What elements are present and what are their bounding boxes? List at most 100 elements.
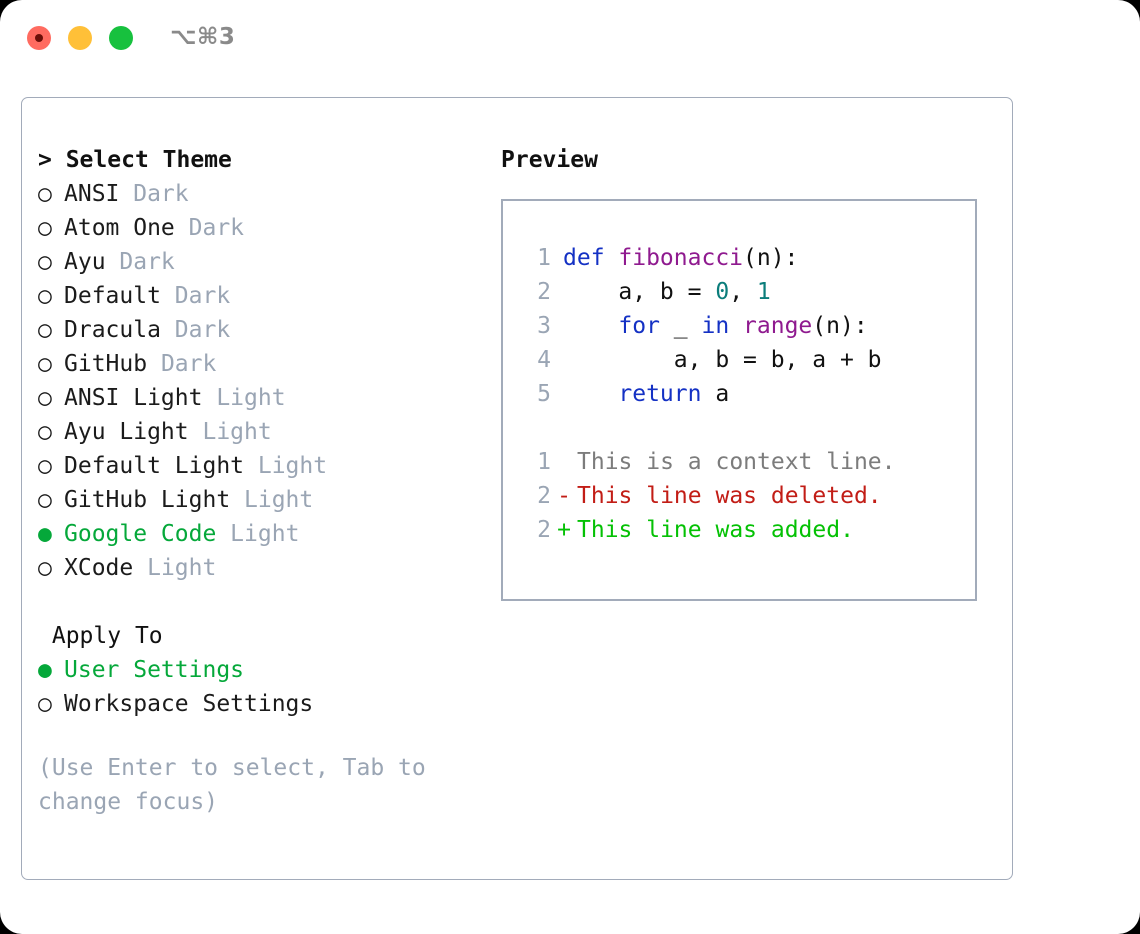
code-token-txt: ,: [729, 279, 757, 305]
keyboard-hint-text: (Use Enter to select, Tab to change focu…: [38, 755, 426, 815]
title-bar: ⌥⌘3: [0, 0, 1140, 76]
theme-option-tag: Light: [202, 385, 286, 411]
minimize-window-button[interactable]: [68, 26, 92, 50]
theme-option-xcode[interactable]: ○ XCode Light: [38, 551, 478, 585]
line-number: 2: [537, 483, 551, 509]
diff-sample: 1 This is a context line.2-This line was…: [521, 445, 975, 547]
main-panel: > Select Theme ○ANSI Dark○Atom One Dark○…: [21, 97, 1013, 880]
theme-selector-column: > Select Theme ○ANSI Dark○Atom One Dark○…: [38, 143, 478, 819]
theme-option-dracula[interactable]: ○Dracula Dark: [38, 313, 478, 347]
theme-option-tag: Dark: [105, 249, 175, 275]
theme-option-label: ANSI: [64, 181, 120, 207]
code-token-kw: in: [701, 313, 730, 339]
traffic-light-group: [27, 26, 133, 50]
code-line-content: def fibonacci(n):: [563, 245, 798, 271]
apply-to-indent: [38, 623, 52, 649]
code-line-content: return a: [563, 381, 729, 407]
code-token-txt: (n):: [743, 245, 799, 271]
line-number: 1: [537, 245, 551, 271]
apply-option-label: User Settings: [64, 657, 245, 683]
radio-unselected-icon: ○: [38, 487, 52, 513]
code-line: 1 def fibonacci(n):: [521, 241, 975, 275]
code-token-txt: a: [701, 381, 730, 407]
theme-option-label: Ayu Light: [64, 419, 189, 445]
radio-unselected-icon: ○: [38, 419, 52, 445]
theme-option-google-code[interactable]: ●Google Code Light: [38, 517, 478, 551]
radio-selected-icon: ●: [38, 657, 52, 683]
section-gap: [38, 585, 478, 619]
theme-option-github-light[interactable]: ○ GitHub Light Light: [38, 483, 478, 517]
theme-option-tag: Light: [230, 487, 314, 513]
diff-line-text: This is a context line.: [577, 449, 896, 475]
diff-marker: [551, 445, 577, 479]
theme-option-label: Google Code: [64, 521, 217, 547]
code-line: 5 return a: [521, 377, 975, 411]
apply-to-title: Apply To: [51, 623, 163, 649]
maximize-window-button[interactable]: [109, 26, 133, 50]
code-line-content: a, b = 0, 1: [563, 279, 771, 305]
radio-unselected-icon: ○: [38, 283, 52, 309]
theme-option-tag: Light: [244, 453, 328, 479]
close-window-button[interactable]: [27, 26, 51, 50]
theme-option-tag: Dark: [119, 181, 189, 207]
code-token-num: 1: [756, 279, 771, 305]
radio-unselected-icon: ○: [38, 181, 52, 207]
code-token-txt: [563, 381, 618, 407]
theme-option-default-light[interactable]: ○Default Light Light: [38, 449, 478, 483]
theme-option-tag: Light: [133, 555, 217, 581]
theme-option-ansi[interactable]: ○ ANSI Dark: [38, 177, 478, 211]
code-token-kw: def: [563, 245, 619, 271]
code-token-num: 0: [715, 279, 730, 305]
code-line-content: a, b = b, a + b: [563, 347, 882, 373]
code-line: 3 for _ in range(n):: [521, 309, 975, 343]
theme-option-github[interactable]: ○GitHub Dark: [38, 347, 478, 381]
select-theme-title: Select Theme: [65, 147, 232, 173]
code-token-fn: fibonacci: [618, 245, 744, 271]
theme-option-tag: Dark: [147, 351, 217, 377]
select-theme-heading: > Select Theme: [38, 143, 478, 177]
diff-marker: +: [557, 517, 571, 543]
keyboard-shortcut-label: ⌥⌘3: [170, 24, 236, 50]
theme-option-list: ○ANSI Dark○Atom One Dark○Ayu Dark○Defaul…: [38, 177, 478, 585]
apply-to-heading: Apply To: [38, 619, 478, 653]
theme-option-tag: Light: [188, 419, 272, 445]
code-token-kw: return: [618, 381, 702, 407]
code-line: 2 a, b = 0, 1: [521, 275, 975, 309]
theme-option-atom-one[interactable]: ○Atom One Dark: [38, 211, 478, 245]
theme-option-ayu-light[interactable]: ○ Ayu Light Light: [38, 415, 478, 449]
diff-line: 2+This line was added.: [521, 513, 975, 547]
code-token-fn: range: [743, 313, 813, 339]
apply-option-label: Workspace Settings: [64, 691, 314, 717]
theme-option-ayu[interactable]: ○Ayu Dark: [38, 245, 478, 279]
theme-option-ansi-light[interactable]: ○ANSI Light Light: [38, 381, 478, 415]
diff-line: 2-This line was deleted.: [521, 479, 975, 513]
radio-unselected-icon: ○: [38, 555, 52, 581]
radio-unselected-icon: ○: [38, 691, 52, 717]
diff-line-text: This line was added.: [577, 517, 854, 543]
line-number: 2: [537, 517, 551, 543]
theme-option-tag: Dark: [174, 215, 245, 241]
radio-unselected-icon: ○: [38, 317, 52, 343]
apply-option-user-settings[interactable]: ● User Settings: [38, 653, 478, 687]
theme-option-label: XCode: [64, 555, 134, 581]
theme-option-label: GitHub Light: [64, 487, 231, 513]
diff-marker: -: [557, 483, 571, 509]
radio-selected-icon: ●: [38, 521, 52, 547]
theme-option-label: ANSI Light: [64, 385, 203, 411]
theme-option-label: Ayu: [64, 249, 106, 275]
code-diff-gap: [521, 411, 975, 445]
theme-option-tag: Dark: [160, 317, 231, 343]
preview-heading: Preview: [501, 147, 598, 173]
focus-caret: >: [38, 147, 66, 173]
theme-option-default[interactable]: ○Default Dark: [38, 279, 478, 313]
line-number: 2: [537, 279, 551, 305]
code-token-txt: a, b = b, a + b: [563, 347, 882, 373]
theme-option-label: Default Light: [64, 453, 245, 479]
code-line-content: for _ in range(n):: [563, 313, 867, 339]
code-token-txt: _: [659, 313, 702, 339]
line-number: 5: [537, 381, 551, 407]
apply-option-workspace-settings[interactable]: ○ Workspace Settings: [38, 687, 478, 721]
